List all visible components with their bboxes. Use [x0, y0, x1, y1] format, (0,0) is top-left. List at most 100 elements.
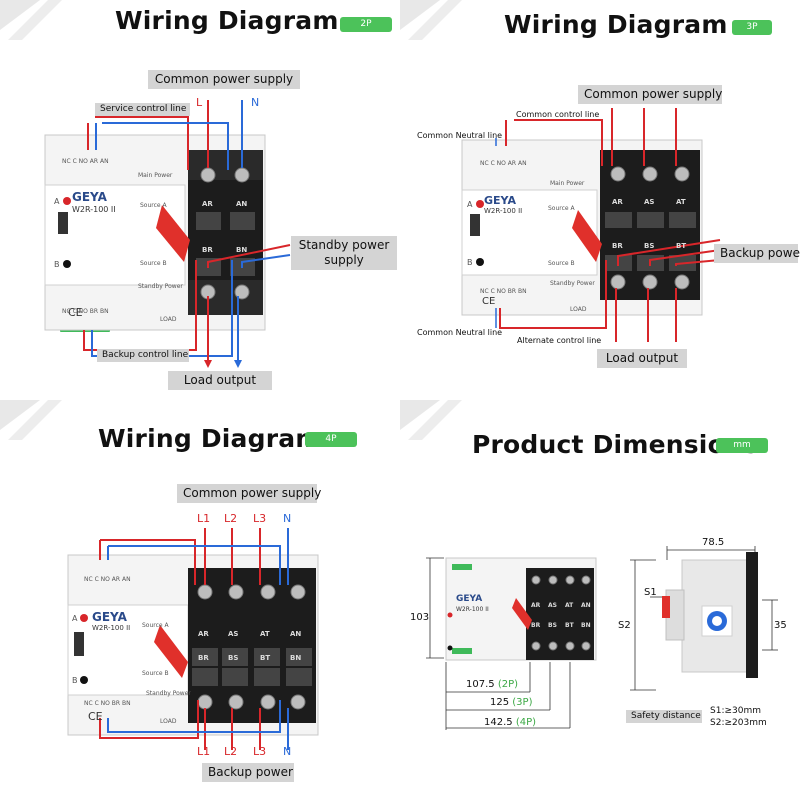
dim-width-4p: 142.5 (4P)	[484, 717, 536, 728]
main-power-label: Main Power	[138, 172, 173, 179]
source-b-label: Source B	[548, 260, 575, 267]
dim-depth: 78.5	[702, 537, 725, 548]
wire-label-l: L	[196, 96, 203, 109]
device-model: W2R-100 II	[456, 606, 489, 613]
device-2p-svg	[44, 100, 291, 368]
pole-badge: 2P	[340, 17, 392, 32]
terminal-as: AS	[644, 198, 655, 206]
terminal-labels-top: NC C NO AR AN	[62, 158, 109, 165]
device-brand: GEYA	[456, 594, 483, 604]
source-a-label: Source A	[142, 622, 169, 629]
terminal-at: AT	[565, 602, 574, 609]
terminal-ar: AR	[531, 602, 541, 609]
unit-badge: mm	[716, 438, 768, 453]
device-model: W2R-100 II	[92, 624, 131, 632]
backup-power-label: Backup power	[714, 244, 800, 263]
pole-badge: 4P	[305, 432, 357, 447]
terminal-labels-bottom: NC C NO BR BN	[84, 700, 131, 707]
dimension-drawing-svg	[426, 546, 778, 730]
dim-35: 35	[774, 620, 787, 631]
panel-wiring-3p: Wiring Diagram 3P GEYA W2R-100 II Source…	[400, 0, 800, 400]
panel-title: Wiring Diagram	[115, 6, 339, 35]
alternate-control-label: Alternate control line	[517, 336, 602, 345]
service-control-label: Service control line	[95, 103, 190, 117]
main-power-label: Main Power	[550, 180, 585, 187]
source-a-label: Source A	[548, 205, 575, 212]
terminal-bn: BN	[581, 622, 591, 629]
backup-control-label: Backup control line	[97, 349, 189, 363]
dim-s2: S2	[618, 620, 631, 631]
source-b-marker: B	[467, 258, 473, 267]
backup-power-label: Backup power	[202, 763, 294, 782]
terminal-labels-bottom: NC C NO BR BN	[62, 308, 109, 315]
handle	[156, 205, 190, 262]
terminal-labels-top: NC C NO AR AN	[84, 576, 131, 583]
load-label: LOAD	[160, 718, 177, 725]
terminal-at: AT	[260, 630, 270, 638]
dim-height: 103	[410, 612, 430, 623]
terminal-an: AN	[290, 630, 302, 638]
common-supply-label: Common power supply	[177, 484, 321, 503]
panel-wiring-4p: Wiring Diagram 4P GEYA	[0, 400, 400, 800]
dim-width-2p-tag: (2P)	[497, 679, 519, 690]
device-model: W2R-100 II	[72, 205, 116, 214]
terminal-an: AN	[236, 200, 248, 208]
terminal-labels-bottom: NC C NO BR BN	[480, 288, 527, 295]
terminal-bn: BN	[236, 246, 248, 254]
safety-s2-value: S2:≥203mm	[710, 718, 767, 728]
wire-label-l3-top: L3	[253, 512, 267, 525]
terminal-as: AS	[548, 602, 557, 609]
wire-standby-l	[207, 244, 291, 268]
load-output-label: Load output	[597, 349, 687, 368]
source-a-marker: A	[467, 200, 473, 209]
wire-service-n	[102, 122, 229, 170]
common-neutral-bottom-label: Common Neutral line	[417, 328, 503, 337]
terminal-bt: BT	[676, 242, 687, 250]
ce-mark: CE	[482, 296, 496, 307]
terminal-at: AT	[676, 198, 686, 206]
terminal-bs: BS	[644, 242, 655, 250]
wire-label-l1-bottom: L1	[197, 745, 211, 758]
standby-supply-label: Standby power supply	[291, 236, 397, 270]
common-supply-label: Common power supply	[148, 70, 300, 89]
corner-stripes	[400, 0, 462, 40]
panel-wiring-2p: Wiring Diagram 2P	[0, 0, 400, 400]
terminal-bt: BT	[565, 622, 574, 629]
source-a-marker: A	[72, 614, 78, 623]
dim-width-4p-tag: (4P)	[515, 717, 537, 728]
standby-power-label: Standby Power	[146, 690, 191, 697]
source-b-label: Source B	[142, 670, 169, 677]
terminal-ar: AR	[198, 630, 209, 638]
terminal-br: BR	[531, 622, 541, 629]
wire-label-l3-bottom: L3	[253, 745, 267, 758]
device-4p-svg	[67, 528, 319, 750]
wire-label-n: N	[251, 96, 260, 109]
terminal-bn: BN	[290, 654, 302, 662]
dim-width-3p: 125 (3P)	[490, 697, 532, 708]
dim-width-2p-value: 107.5	[466, 679, 495, 690]
load-label: LOAD	[160, 316, 177, 323]
corner-stripes	[400, 400, 462, 440]
pole-badge: 3P	[732, 20, 772, 35]
panel-title: Product Dimensions	[472, 430, 759, 459]
wire-label-l2-bottom: L2	[224, 745, 238, 758]
handle	[572, 210, 602, 262]
dim-width-3p-tag: (3P)	[512, 697, 533, 708]
safety-s1-value: S1:≥30mm	[710, 706, 761, 716]
dim-width-2p: 107.5 (2P)	[466, 679, 518, 690]
terminal-br: BR	[198, 654, 209, 662]
device-brand: GEYA	[484, 194, 516, 207]
source-b-label: Source B	[140, 260, 167, 267]
wire-label-l2-top: L2	[224, 512, 238, 525]
device-brand: GEYA	[72, 190, 107, 204]
source-a-label: Source A	[140, 202, 167, 209]
handle	[154, 625, 188, 678]
common-neutral-top-label: Common Neutral line	[417, 131, 503, 140]
terminal-br: BR	[202, 246, 213, 254]
standby-power-label: Standby Power	[138, 283, 183, 290]
source-b-marker: B	[72, 676, 78, 685]
source-b-marker: B	[54, 260, 60, 269]
terminal-br: BR	[612, 242, 623, 250]
terminal-ar: AR	[612, 198, 623, 206]
terminal-ar: AR	[202, 200, 213, 208]
